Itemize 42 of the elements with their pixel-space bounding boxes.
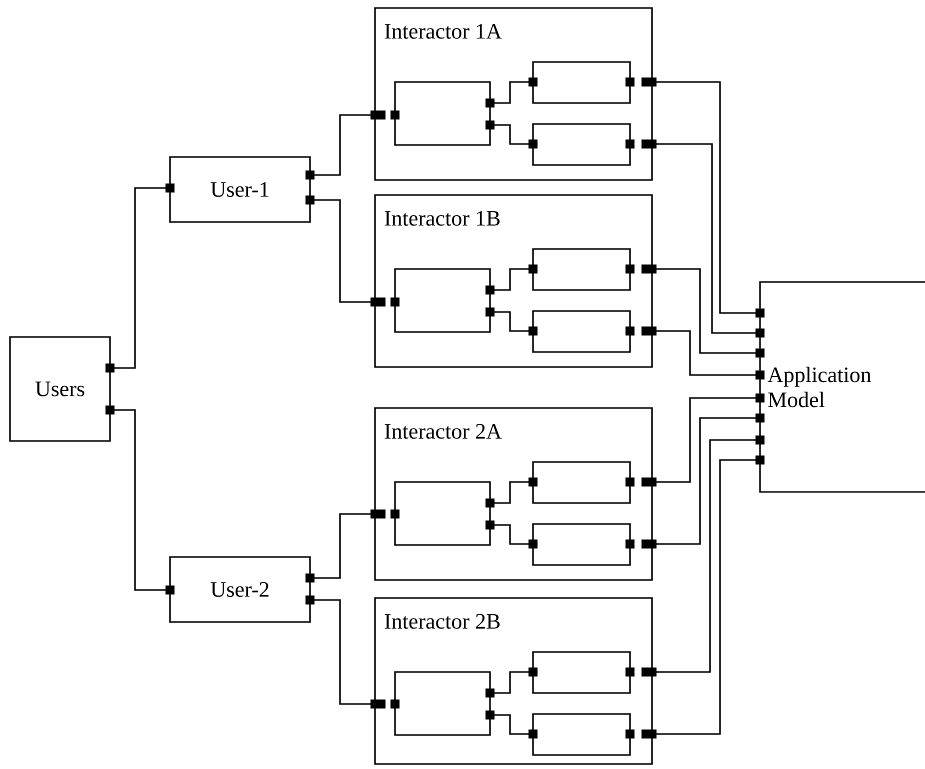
interactor-box: Interactor 2B [374,597,653,765]
connector [306,196,380,306]
connector [648,140,764,338]
connector [486,710,538,738]
component-box [532,651,631,694]
component-box [532,713,631,756]
component-box [394,671,491,736]
component-box [394,268,491,333]
interactor-box: Interactor 1B [374,194,653,368]
connector [306,110,380,180]
connector [648,436,764,676]
component-box: Application Model [759,281,925,493]
component-box [532,61,631,104]
connector [486,78,538,108]
component-box [532,523,631,566]
connector [486,478,538,508]
component-box [394,81,491,146]
component-box [532,248,631,291]
connector [306,510,380,582]
connector [486,308,538,336]
connector [486,520,538,548]
connector [648,264,764,358]
component-box: Users [9,336,111,442]
connector [106,406,174,594]
component-box [394,481,491,546]
connector [486,264,538,294]
component-box [532,461,631,504]
interactor-box: Interactor 2A [374,407,653,581]
component-box: User-1 [169,156,311,223]
connector [486,668,538,698]
connector [306,596,380,708]
connector [486,120,538,148]
interactor-box: Interactor 1A [374,7,653,181]
connector [648,78,764,318]
component-box: User-2 [169,556,311,623]
component-box [532,310,631,353]
connector [648,456,764,738]
connector [648,414,764,548]
connector [648,326,764,380]
connector [648,394,764,486]
connector [106,184,174,372]
component-box [532,123,631,166]
